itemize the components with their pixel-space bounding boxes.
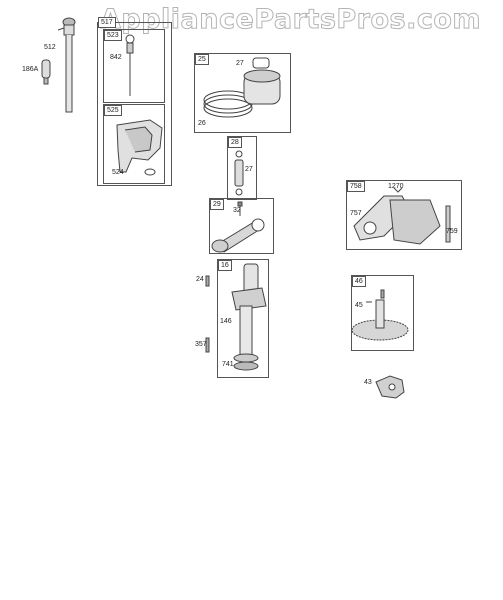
tag-29: 29 [210, 199, 224, 210]
tag-523: 523 [104, 30, 122, 41]
box-16 [217, 259, 269, 378]
box-758 [346, 180, 462, 250]
label-757: 757 [350, 210, 362, 217]
label-524: 524 [112, 169, 124, 176]
label-512: 512 [44, 44, 56, 51]
box-29 [209, 198, 274, 254]
label-27-pin: 27 [245, 166, 253, 173]
connecting-rod-part [211, 201, 265, 253]
box-25 [194, 53, 291, 133]
tag-46: 46 [352, 276, 366, 287]
crankshaft-part [231, 263, 267, 371]
label-186a: 186A [22, 66, 39, 73]
dipstick-part [125, 34, 135, 96]
piston-assembly-part [203, 57, 281, 118]
label-45: 45 [355, 302, 363, 309]
label-146: 146 [220, 318, 232, 325]
box-46 [351, 275, 414, 351]
label-1270: 1270 [388, 183, 404, 190]
seal-part [41, 59, 51, 85]
governor-assembly-part [353, 187, 451, 245]
watermark-logo: AppliancePartsPros.com [99, 4, 482, 36]
tag-16: 16 [218, 260, 232, 271]
key-part [205, 275, 210, 287]
wrist-pin-part [234, 150, 244, 196]
label-27-piston: 27 [236, 60, 244, 67]
tag-525: 525 [104, 105, 122, 116]
pin-part [205, 337, 210, 353]
label-741: 741 [222, 361, 234, 368]
label-842: 842 [110, 54, 122, 61]
box-525 [103, 104, 165, 184]
box-523 [103, 29, 165, 103]
tag-517: 517 [98, 17, 116, 28]
box-517 [97, 22, 172, 186]
label-26: 26 [198, 120, 206, 127]
governor-gear-part [375, 375, 405, 399]
breather-housing-part [116, 119, 163, 176]
tag-25: 25 [195, 54, 209, 65]
tag-28: 28 [228, 137, 242, 148]
tag-758: 758 [347, 181, 365, 192]
box-28 [227, 136, 257, 200]
cam-gear-part [351, 289, 409, 341]
label-32: 32 [233, 207, 241, 214]
label-24: 24 [196, 276, 204, 283]
dipstick-tube-part [57, 17, 76, 113]
label-43: 43 [364, 379, 372, 386]
label-357: 357 [195, 341, 207, 348]
label-759: 759 [446, 228, 458, 235]
